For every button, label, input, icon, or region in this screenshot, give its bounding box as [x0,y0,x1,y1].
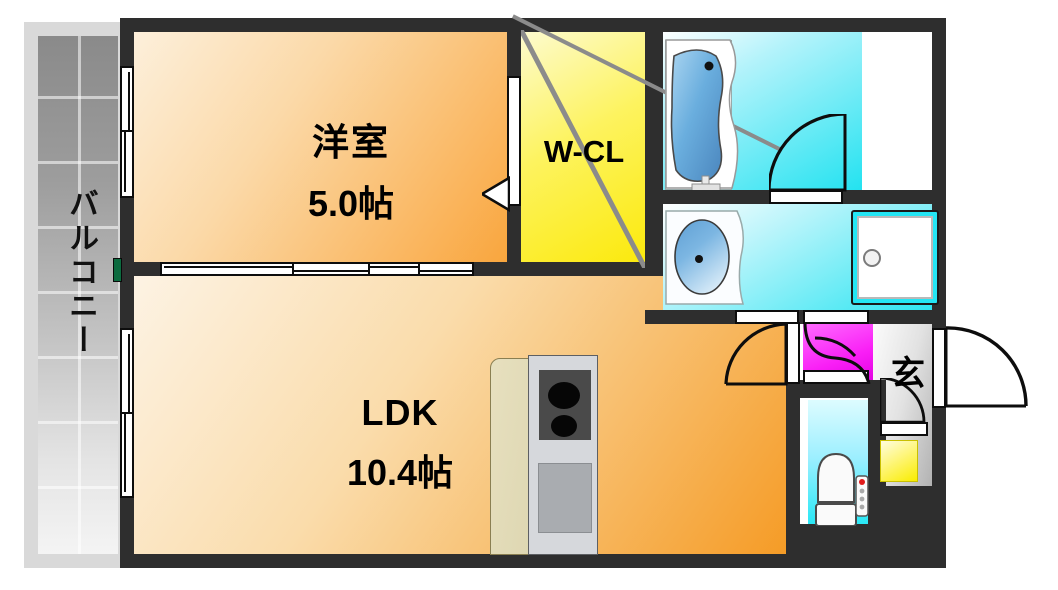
stove-burner-back [551,415,577,437]
balcony-grid-line [38,486,118,489]
window-mullion [128,72,130,132]
corridor-folding-door-top[interactable] [803,310,869,324]
ldk-corridor-door-swing [724,322,788,386]
closet-door-arrow [482,176,510,212]
washing-machine-drain-knob [863,249,881,267]
entrance-door-swing [944,326,1028,410]
ldk-name: LDK [361,392,439,434]
shoe-cabinet [880,440,918,482]
bath-door[interactable] [769,190,843,204]
wall-exterior-bottom [120,554,946,568]
balcony-label: バルコニー [64,188,97,358]
window-mullion [124,414,126,492]
toilet-door[interactable] [880,422,928,436]
partition-panel-line [418,262,420,276]
wall-corridor-toilet [786,380,886,398]
balcony-grid-line [38,291,118,294]
partition-panel-line [370,266,420,268]
stove-burner-front [548,382,580,409]
partition-panel-line [368,262,370,276]
washroom-door[interactable] [735,310,799,324]
ldk-corridor-door[interactable] [786,322,800,384]
closet-rod-wrapper [521,30,645,268]
kitchen-sink [538,463,592,533]
ldk-area: 10.4帖 [346,451,454,493]
window-frame-line [120,412,134,414]
window-mullion [124,132,126,192]
partition-panel-line [292,262,294,276]
window-frame-line [120,130,134,132]
closet-door[interactable] [507,76,521,206]
partition-panel-line [420,270,472,272]
wall-exterior-right-upper [932,18,946,208]
room-bedroom [132,30,514,268]
partition-panel-line [294,270,370,272]
washbasin-vanity [665,210,750,306]
balcony-grid-line [38,96,118,99]
wall-genkan-left-strip [873,486,946,568]
balcony-grid-line [78,36,81,554]
closet-rod-svg [521,30,645,268]
bedroom-label: 洋室 5.0帖 [246,104,456,242]
bedroom-balcony-window[interactable] [120,66,134,198]
corridor-folding-door-leaves [803,322,871,384]
pipe-shaft-marker [113,258,122,282]
closet-label: W-CL [543,134,625,169]
balcony-grid-line [38,161,118,164]
toilet-door-swing [880,378,926,424]
bath-door-swing [769,114,847,192]
toilet-fixture [812,448,870,526]
partition-panel-line [164,266,292,268]
ldk-label: LDK 10.4帖 [285,374,515,511]
wall-closet-bath [645,18,663,276]
balcony-grid-line [38,226,118,229]
bathtub-shape [664,38,744,190]
kitchen-counter [490,358,530,555]
bedroom-area: 5.0帖 [307,182,395,224]
bedroom-name: 洋室 [312,122,390,164]
bedroom-ldk-partition[interactable] [160,262,474,276]
window-mullion [128,334,130,414]
balcony-grid-line [38,356,118,359]
balcony-grid-line [38,421,118,424]
entrance-label: 玄 [891,355,925,393]
